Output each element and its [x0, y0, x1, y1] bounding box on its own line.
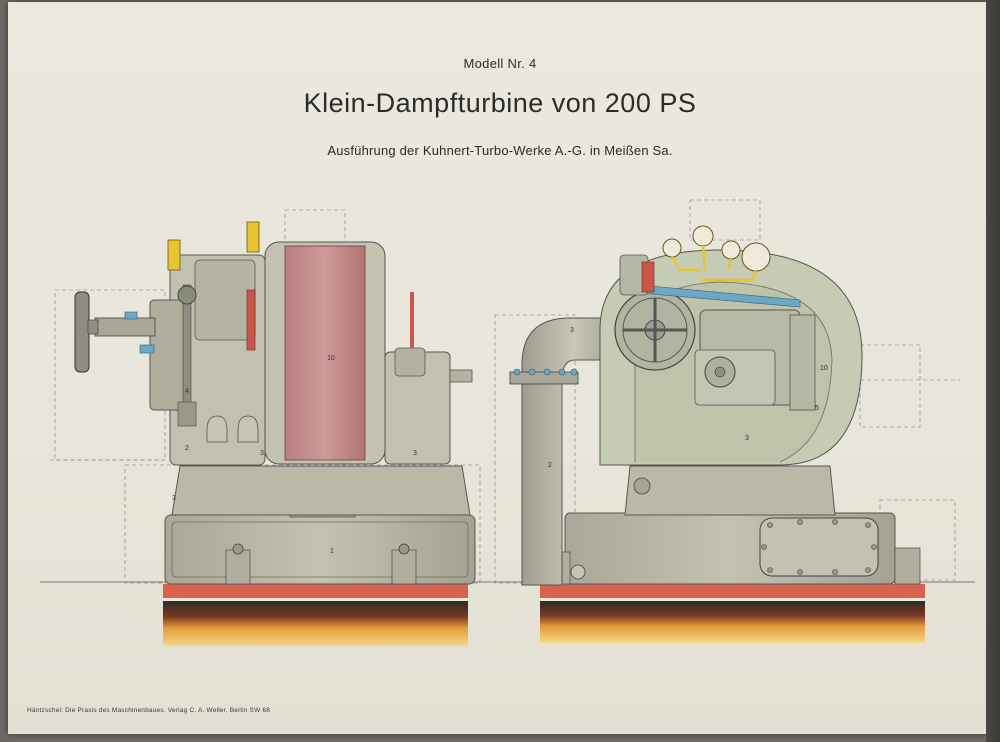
front-access-cover [759, 517, 879, 577]
part-number-label: 3 [260, 450, 264, 457]
side-foundation-white [163, 598, 468, 601]
pressure-gauge-icon [662, 225, 771, 272]
yellow-valve-right [246, 221, 260, 253]
front-view: 2 3 10 5 3 [494, 199, 960, 643]
yellow-valve-left [167, 239, 181, 271]
part-number-label: 4 [185, 388, 189, 395]
footer-credit: Häntzschel: Die Praxis des Maschinenbaue… [27, 707, 271, 714]
model-number: Modell Nr. 4 [463, 56, 537, 71]
page-title: Klein-Dampfturbine von 200 PS [303, 88, 697, 118]
part-number-label: 5 [815, 405, 819, 412]
part-number-label: 3 [570, 327, 574, 334]
front-ground [540, 601, 925, 643]
part-number-label: 10 [327, 355, 335, 362]
part-number-label: 2 [185, 445, 189, 452]
front-foundation-red [540, 584, 925, 598]
front-foundation-white [540, 598, 925, 601]
side-bedplate [164, 514, 476, 585]
part-number-label: 2 [548, 462, 552, 469]
part-number-label: 3 [172, 495, 176, 502]
side-foundation-red [163, 584, 468, 598]
part-number-label: 3 [413, 450, 417, 457]
part-number-label: 10 [820, 365, 828, 372]
side-ground [163, 601, 468, 646]
front-handwheel [614, 289, 696, 371]
side-view: 4 2 3 1 10 3 3 [50, 209, 481, 646]
board-edge [986, 0, 1000, 742]
part-number-label: 3 [745, 435, 749, 442]
page-subtitle: Ausführung der Kuhnert-Turbo-Werke A.-G.… [327, 143, 673, 158]
part-number-label: 1 [330, 548, 334, 555]
